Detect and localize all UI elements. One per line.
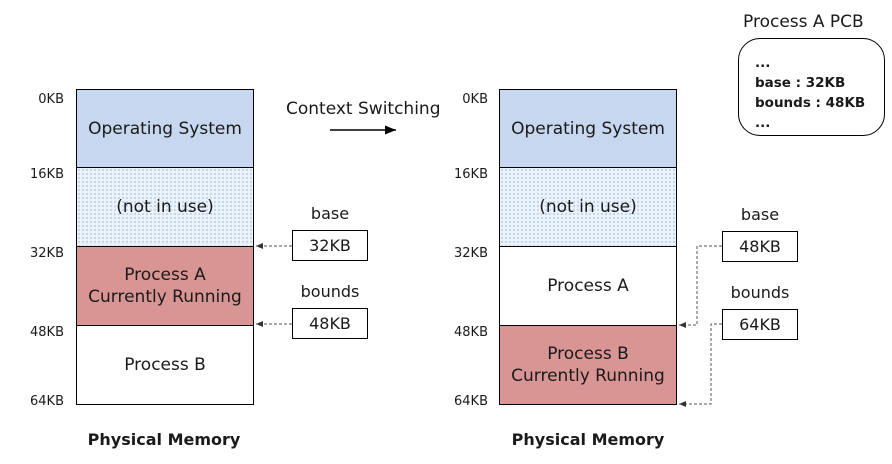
left-tick-16kb: 16KB [30, 167, 64, 182]
right-memory-caption: Physical Memory [511, 430, 665, 449]
right-segment-not-in-use: (not in use) [499, 167, 677, 247]
left-base-label: base [310, 204, 350, 223]
right-tick-48kb: 48KB [454, 325, 488, 340]
pcb-line-base: base : 32KB [755, 75, 846, 91]
left-memory-caption: Physical Memory [87, 430, 241, 449]
pcb-line-bounds: bounds : 48KB [755, 95, 866, 111]
right-segment-process-a: Process A [499, 246, 677, 326]
right-base-label: base [740, 205, 780, 224]
left-segment-operating-system: Operating System [76, 89, 254, 168]
right-bounds-label: bounds [730, 283, 790, 302]
left-tick-64kb: 64KB [30, 394, 64, 409]
left-tick-32kb: 32KB [30, 246, 64, 261]
left-tick-48kb: 48KB [30, 325, 64, 340]
left-bounds-label: bounds [300, 282, 360, 301]
right-bounds-connector [679, 323, 722, 407]
right-segment-operating-system: Operating System [499, 89, 677, 168]
left-bounds-register: 48KB [292, 308, 368, 339]
right-tick-64kb: 64KB [454, 394, 488, 409]
right-segment-process-b: Process B Currently Running [499, 325, 677, 405]
context-switching-label: Context Switching [286, 99, 441, 119]
right-base-connector [679, 245, 722, 328]
right-tick-16kb: 16KB [454, 167, 488, 182]
pcb-line-ellipsis-top: ... [755, 55, 771, 71]
left-segment-process-b: Process B [76, 325, 254, 405]
right-tick-0kb: 0KB [462, 92, 488, 107]
left-tick-0kb: 0KB [38, 92, 64, 107]
right-tick-32kb: 32KB [454, 246, 488, 261]
right-base-register: 48KB [722, 231, 798, 262]
left-base-register: 32KB [292, 230, 368, 261]
pcb-title: Process A PCB [743, 12, 864, 32]
right-bounds-register: 64KB [722, 309, 798, 340]
pcb-line-ellipsis-bottom: ... [755, 115, 771, 131]
left-segment-process-a: Process A Currently Running [76, 246, 254, 326]
pcb-box: ... base : 32KB bounds : 48KB ... [738, 38, 885, 136]
